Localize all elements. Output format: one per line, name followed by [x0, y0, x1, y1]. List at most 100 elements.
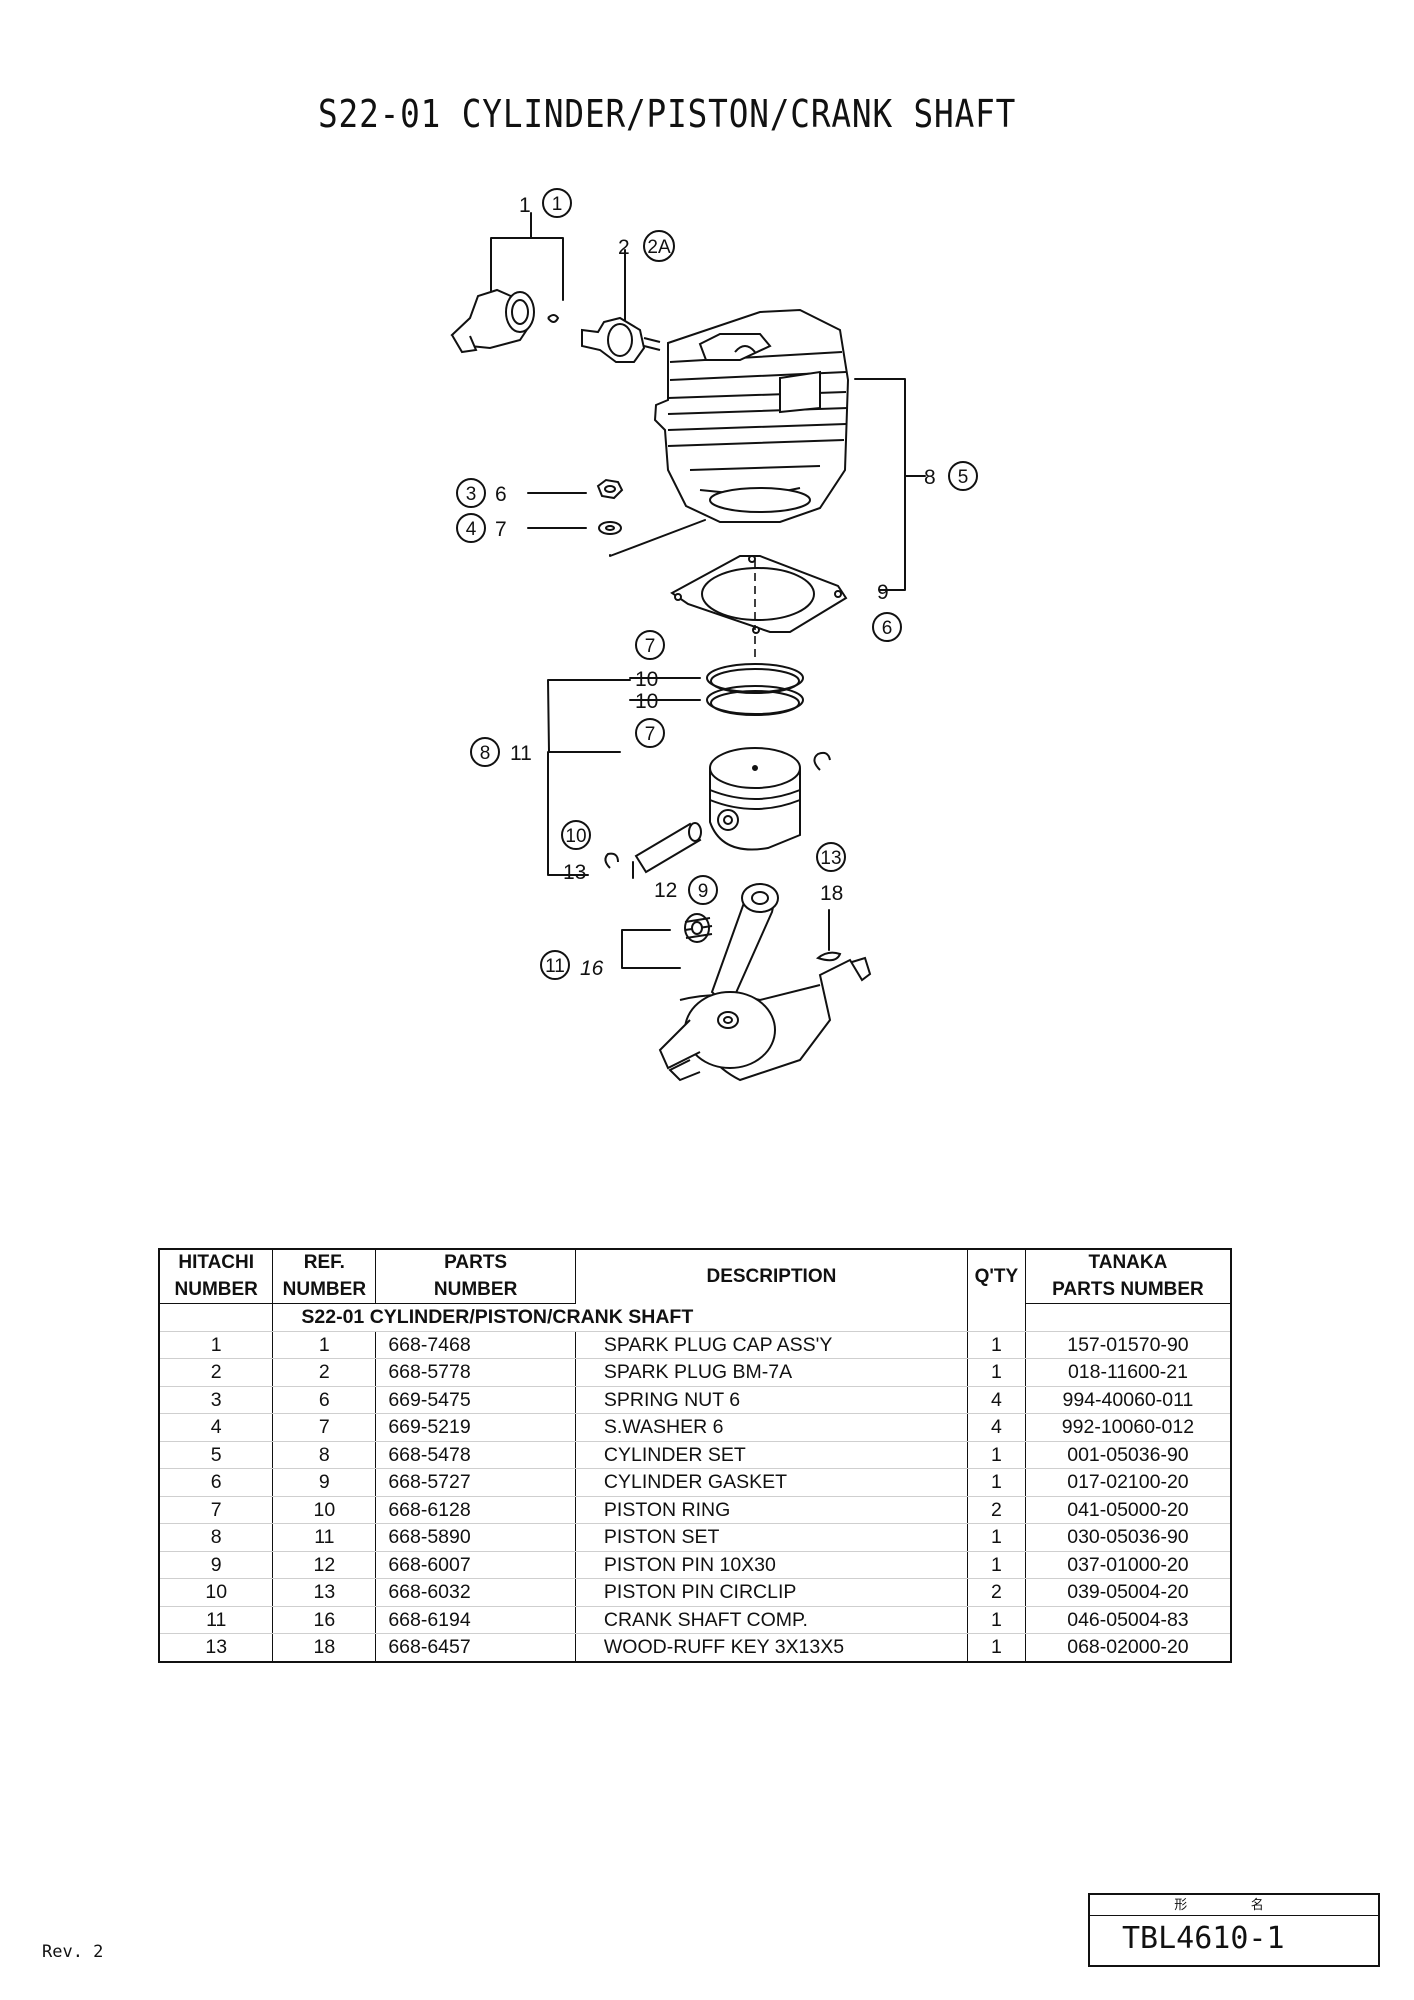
cell-tanaka: 001-05036-90	[1024, 1441, 1231, 1469]
cell-ref: 11	[272, 1523, 376, 1552]
leader-1	[490, 212, 564, 301]
cell-tanaka: 992-10060-012	[1024, 1413, 1231, 1442]
cell-hitachi: 5	[159, 1441, 273, 1469]
cell-hitachi: 1	[159, 1331, 273, 1359]
callout-ref-label: 16	[580, 957, 604, 980]
cell-part: 668-7468	[375, 1331, 576, 1359]
piston-rings	[706, 663, 804, 716]
leader-washer	[609, 519, 706, 557]
cell-ref: 10	[272, 1496, 376, 1524]
cell-part: 668-6457	[375, 1633, 576, 1662]
crank-shaft	[658, 883, 872, 1082]
cell-qty: 2	[966, 1578, 1026, 1607]
callout-circle-label: 11	[545, 956, 565, 977]
cell-hitachi: 3	[159, 1386, 273, 1414]
callout-circle-10	[561, 820, 591, 850]
spark-plug-cap	[450, 288, 560, 354]
cell-tanaka: 037-01000-20	[1024, 1551, 1231, 1579]
needle-bearing	[684, 913, 713, 943]
cell-ref: 18	[272, 1633, 376, 1662]
cell-tanaka: 030-05036-90	[1024, 1523, 1231, 1552]
callout-circle-11	[540, 950, 570, 980]
cell-qty: 1	[966, 1441, 1026, 1469]
cell-part: 668-6007	[375, 1551, 576, 1579]
cylinder	[653, 308, 850, 523]
cell-qty: 1	[966, 1331, 1026, 1359]
circlip	[604, 751, 831, 869]
callout-circle-2a	[643, 230, 675, 262]
piston-pin	[634, 822, 702, 874]
cell-qty: 1	[966, 1606, 1026, 1634]
washer	[598, 521, 622, 535]
callout-circle-5	[948, 461, 978, 491]
cell-tanaka: 041-05000-20	[1024, 1496, 1231, 1524]
cell-qty: 1	[966, 1551, 1026, 1579]
callout-circle-13	[816, 842, 846, 872]
callout-ref-label: 11	[510, 742, 532, 765]
callout-circle-label: 2A	[647, 237, 671, 258]
section-row: S22-01 CYLINDER/PISTON/CRANK SHAFT	[159, 1303, 1231, 1332]
callout-circle-8	[470, 737, 500, 767]
cell-tanaka: 046-05004-83	[1024, 1606, 1231, 1634]
callout-circle-4	[456, 513, 486, 543]
callout-circle-label: 7	[645, 636, 656, 657]
exploded-parts-diagram: 1 2A 3 4 5 6 7 7 8 10 9 13 11 1 2 6 7 8 …	[450, 188, 978, 1082]
callout-circle-label: 6	[882, 618, 893, 639]
header-qty: Q'TY	[966, 1249, 1026, 1304]
callout-ref-label: 2	[618, 236, 630, 259]
callout-ref-label: 10	[635, 668, 658, 691]
callout-ref-label: 12	[654, 879, 677, 902]
header-tanaka-2: PARTS NUMBER	[1024, 1276, 1231, 1304]
callout-circle-3	[456, 478, 486, 508]
callout-ref-label: 6	[495, 483, 507, 506]
cell-hitachi: 7	[159, 1496, 273, 1524]
cell-desc: WOOD-RUFF KEY 3X13X5	[574, 1633, 968, 1662]
callout-circle-9	[688, 875, 718, 905]
header-ref-number-2: NUMBER	[272, 1276, 376, 1304]
cell-tanaka: 157-01570-90	[1024, 1331, 1231, 1359]
header-description: DESCRIPTION	[574, 1249, 968, 1304]
cell-part: 668-6032	[375, 1578, 576, 1607]
cell-hitachi: 4	[159, 1413, 273, 1442]
cell-part: 668-6194	[375, 1606, 576, 1634]
cell-part: 668-5778	[375, 1358, 576, 1387]
cell-desc: CYLINDER SET	[574, 1441, 968, 1469]
cell-hitachi: 2	[159, 1358, 273, 1387]
cell-desc: PISTON RING	[574, 1496, 968, 1524]
header-parts-number-2: NUMBER	[375, 1276, 576, 1304]
callout-circle-label: 9	[698, 881, 709, 902]
model-box: 形 名 TBL4610-1	[1088, 1893, 1380, 1967]
cell-part: 668-5890	[375, 1523, 576, 1552]
cell-hitachi: 6	[159, 1468, 273, 1497]
cell-qty: 1	[966, 1633, 1026, 1662]
spring-nut	[596, 478, 624, 500]
cell-ref: 16	[272, 1606, 376, 1634]
callout-circle-label: 13	[820, 848, 841, 869]
piston	[709, 747, 801, 851]
cell-ref: 6	[272, 1386, 376, 1414]
callout-circle-label: 5	[958, 467, 969, 488]
section-title: S22-01 CYLINDER/PISTON/CRANK SHAFT	[272, 1303, 968, 1332]
cell-desc: SPARK PLUG CAP ASS'Y	[574, 1331, 968, 1359]
cell-part: 668-5727	[375, 1468, 576, 1497]
header-hitachi-number-2: NUMBER	[159, 1276, 273, 1304]
callout-ref-label: 1	[519, 194, 531, 217]
header-ref-number: REF.	[272, 1249, 376, 1277]
cell-hitachi: 11	[159, 1606, 273, 1634]
callout-circle-label: 4	[466, 519, 477, 540]
callout-circle-1	[542, 188, 572, 218]
callout-circle-label: 1	[552, 194, 563, 215]
callout-circle-label: 3	[466, 484, 477, 505]
model-header: 形 名	[1090, 1895, 1378, 1916]
cell-desc: CRANK SHAFT COMP.	[574, 1606, 968, 1634]
cell-desc: PISTON SET	[574, 1523, 968, 1552]
